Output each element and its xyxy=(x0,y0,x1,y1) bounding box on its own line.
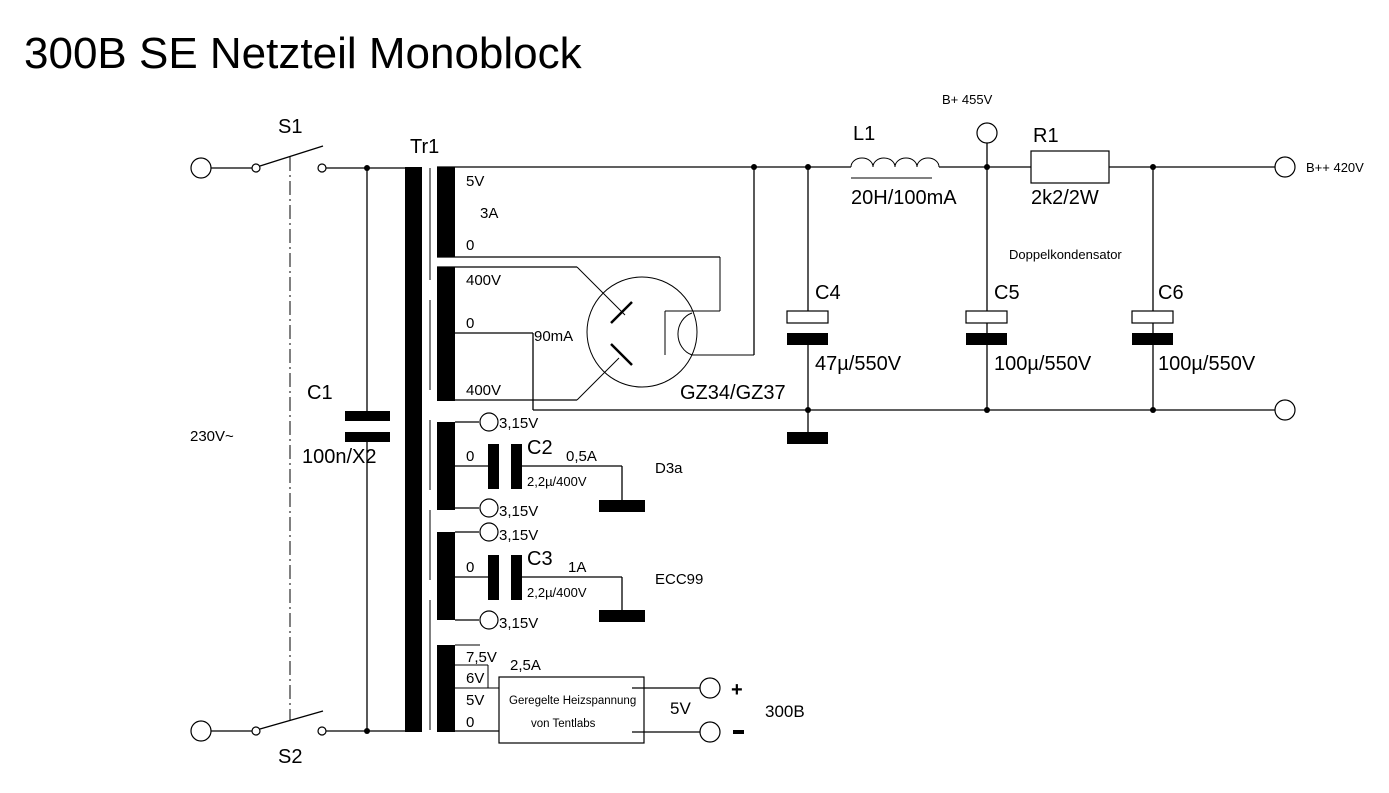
bplusplus-label: B++ 420V xyxy=(1306,160,1364,175)
switch-s1-contact-a xyxy=(251,163,261,173)
regulator-line2: von Tentlabs xyxy=(531,718,596,730)
switch-s1-contact-b xyxy=(317,163,327,173)
w3-center-label: 0 xyxy=(466,448,474,465)
w1-bottom-label: 0 xyxy=(466,237,474,254)
w5-current-label: 2,5A xyxy=(510,657,541,674)
inductor-l1 xyxy=(850,157,940,168)
w4-center-label: 0 xyxy=(466,559,474,576)
filter-chain: L1 20H/100mA B+ 455V R1 2k2/2W B++ 420V … xyxy=(808,92,1364,410)
l1-value: 20H/100mA xyxy=(851,187,957,209)
double-cap-note: Doppelkondensator xyxy=(1009,247,1122,262)
c4-label: C4 xyxy=(815,282,841,304)
ecc99-label: ECC99 xyxy=(655,571,703,588)
page-title: 300B SE Netzteil Monoblock xyxy=(24,29,583,78)
switch-s1-label: S1 xyxy=(278,116,302,138)
tr1-winding-300b xyxy=(437,645,455,732)
regulator-box xyxy=(498,676,645,744)
c3-label: C3 xyxy=(527,548,553,570)
c3-value: 2,2µ/400V xyxy=(527,585,587,600)
capacitor-c3: C3 1A 2,2µ/400V ECC99 xyxy=(488,548,703,622)
mains-voltage-label: 230V~ xyxy=(190,428,234,445)
c1-value: 100n/X2 xyxy=(302,446,377,468)
capacitor-c5: C5 100µ/550V xyxy=(965,282,1092,413)
d3a-label: D3a xyxy=(655,460,683,477)
w1-current-label: 3A xyxy=(480,205,498,222)
terminal-bplusplus xyxy=(1274,156,1296,178)
terminal-bplus xyxy=(976,122,998,144)
w1-top-label: 5V xyxy=(466,173,484,190)
w4-top-label: 3,15V xyxy=(499,527,538,544)
rectifier-tube: GZ34/GZ37 xyxy=(576,164,786,404)
w4-bottom-label: 3,15V xyxy=(499,615,538,632)
regulator-output-voltage: 5V xyxy=(670,699,691,718)
capacitor-c4: C4 47µ/550V xyxy=(786,164,902,444)
tr1-winding-hv xyxy=(437,267,455,401)
d3a-heater-symbol xyxy=(599,500,645,512)
heater-regulator: Geregelte Heizspannung von Tentlabs + 5V… xyxy=(498,676,805,744)
w2-bottom-label: 400V xyxy=(466,382,501,399)
minus-sign xyxy=(733,730,744,734)
c6-value: 100µ/550V xyxy=(1158,353,1256,375)
resistor-r1 xyxy=(1030,150,1110,184)
c2-current-label: 0,5A xyxy=(566,448,597,465)
l1-label: L1 xyxy=(853,123,875,145)
rectifier-label: GZ34/GZ37 xyxy=(680,382,786,404)
c4-value: 47µ/550V xyxy=(815,353,902,375)
c6-label: C6 xyxy=(1158,282,1184,304)
mains-input: 230V~ S1 S2 xyxy=(190,116,406,768)
switch-s2-contact-b xyxy=(317,726,327,736)
w5-tap3-label: 5V xyxy=(466,692,484,709)
c3-current-label: 1A xyxy=(568,559,586,576)
c2-label: C2 xyxy=(527,437,553,459)
c5-value: 100µ/550V xyxy=(994,353,1092,375)
terminal-mains-n xyxy=(190,720,212,742)
w5-tap1-label: 7,5V xyxy=(466,649,497,666)
r1-label: R1 xyxy=(1033,125,1059,147)
tr1-winding-5v xyxy=(437,167,455,257)
terminal-300b-plus xyxy=(699,677,721,699)
terminal-mains-l xyxy=(190,157,212,179)
capacitor-c1: C1 100n/X2 xyxy=(302,165,390,734)
c5-label: C5 xyxy=(994,282,1020,304)
ecc99-heater-symbol xyxy=(599,610,645,622)
switch-s2-label: S2 xyxy=(278,746,302,768)
switch-s1-blade xyxy=(259,145,324,167)
tr1-primary-winding xyxy=(405,167,422,732)
c1-label: C1 xyxy=(307,382,333,404)
capacitor-c2: C2 0,5A 2,2µ/400V D3a xyxy=(488,437,683,512)
switch-s2-contact-a xyxy=(251,726,261,736)
r1-value: 2k2/2W xyxy=(1031,187,1099,209)
tube-envelope xyxy=(586,276,698,388)
tr1-label: Tr1 xyxy=(410,136,439,158)
terminal-ground xyxy=(1274,399,1296,421)
w2-top-label: 400V xyxy=(466,272,501,289)
terminal-300b-minus xyxy=(699,721,721,743)
w3-top-label: 3,15V xyxy=(499,415,538,432)
w3-bottom-label: 3,15V xyxy=(499,503,538,520)
regulator-line1: Geregelte Heizspannung xyxy=(509,695,636,707)
capacitor-c6: C6 100µ/550V xyxy=(1131,282,1256,413)
300b-label: 300B xyxy=(765,702,805,721)
bplus-label: B+ 455V xyxy=(942,92,993,107)
plus-sign: + xyxy=(731,679,743,701)
tr1-winding-d3a xyxy=(437,422,455,510)
c2-value: 2,2µ/400V xyxy=(527,474,587,489)
transformer-tr1: Tr1 5V 3A 0 400V 0 90mA 400V 3,15V 3,15V xyxy=(405,136,808,732)
tr1-winding-ecc99 xyxy=(437,532,455,620)
w2-current-label: 90mA xyxy=(534,328,573,345)
w2-center-label: 0 xyxy=(466,315,474,332)
switch-s2-blade xyxy=(259,710,324,730)
w5-tap2-label: 6V xyxy=(466,670,484,687)
w5-tap4-label: 0 xyxy=(466,714,474,731)
